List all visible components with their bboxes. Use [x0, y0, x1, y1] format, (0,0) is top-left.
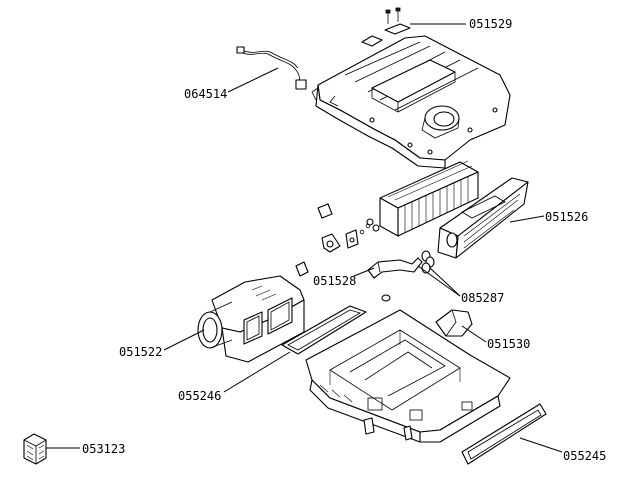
elbow-051530-part: [435, 309, 473, 337]
callout-051522: 051522: [119, 345, 163, 359]
leader-064514: [227, 67, 279, 93]
leader-085287-a: [429, 267, 461, 297]
upper-cover-part: [311, 35, 511, 169]
filter-block-053123-part: [23, 433, 47, 465]
callout-085287: 085287: [461, 291, 505, 305]
pipe-051528-part: [367, 257, 423, 279]
gasket-055245-part: [461, 403, 547, 465]
leader-051522: [163, 329, 205, 351]
blower-housing-051522-part: [197, 275, 305, 363]
callout-051528: 051528: [313, 274, 357, 288]
callout-051526: 051526: [545, 210, 589, 224]
callout-051529: 051529: [469, 17, 513, 31]
core-frame-part: [437, 177, 529, 259]
callout-051530: 051530: [487, 337, 531, 351]
leader-085287-b: [417, 265, 461, 297]
wire-harness-064514-part: [236, 46, 307, 90]
callout-055245: 055245: [563, 449, 607, 463]
gasket-055246-part: [281, 305, 367, 355]
leader-lines: [46, 23, 563, 453]
bracket-051529-part: [361, 7, 411, 47]
clip-set-051528-part: [295, 203, 371, 277]
lower-case-part: [305, 309, 511, 443]
leader-055246: [223, 351, 291, 393]
leader-051530: [461, 325, 487, 343]
leader-051526: [509, 215, 545, 223]
leader-051528-a: [353, 267, 375, 277]
plug-part: [381, 294, 391, 302]
leader-055245: [519, 437, 563, 453]
heater-core-051526-part: [366, 160, 479, 237]
callout-053123: 053123: [82, 442, 126, 456]
callout-064514: 064514: [184, 87, 228, 101]
callout-055246: 055246: [178, 389, 222, 403]
